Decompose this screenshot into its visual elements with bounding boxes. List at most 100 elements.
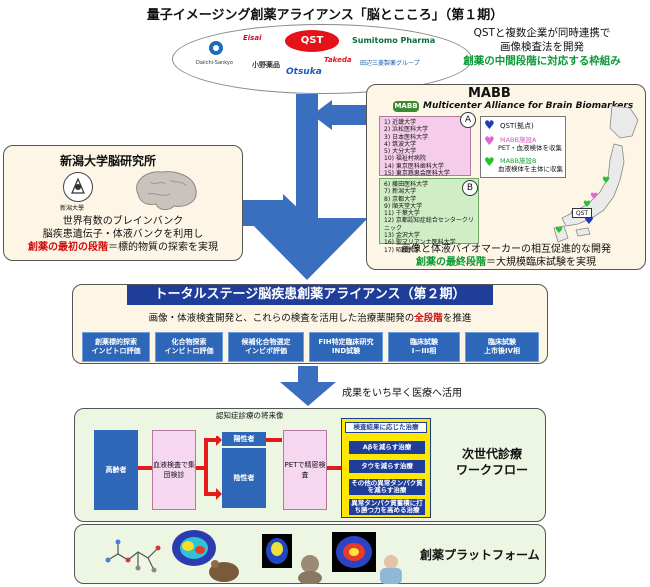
niigata-panel: [3, 145, 243, 261]
group-b-item: 12) 京都認知症総合センタークリニック: [384, 217, 474, 232]
phase1-title: 量子イメージング創薬アライアンス「脳とこころ」（第１期）: [146, 8, 504, 23]
daiichi-logo-mark: [209, 41, 223, 55]
pipeline-step: 臨床試験上市後IV相: [465, 332, 539, 362]
map-marker-green: ♥: [555, 226, 564, 236]
mabb-line1: 画像と体液バイオマーカーの相互促進的な開発: [401, 244, 611, 255]
flow-arrow: [138, 466, 152, 470]
group-a-item: 14) 東京医科歯科大学: [384, 162, 444, 170]
map-marker-green: ♥: [602, 176, 611, 186]
group-b-label: B: [462, 180, 478, 196]
group-b-item: 17) 昭和大学: [384, 246, 420, 254]
sumitomo-logo: Sumitomo Pharma: [352, 36, 436, 45]
mabb-badge: MABB: [393, 101, 419, 112]
human-brain-scan-image: [332, 532, 376, 572]
phase1-notes: QSTと複数企業が同時連携で 画像検査法を開発 創薬の中間段階に対応する枠組み: [442, 26, 642, 68]
to-workflow-arrow-shaft: [298, 366, 318, 384]
step-line2: インビトロ評価: [164, 347, 214, 355]
blood-test-box: 血液検査で集団検診: [152, 430, 196, 510]
step-line2: インビトロ評価: [91, 347, 141, 355]
step-line1: 化合物探索: [171, 338, 207, 346]
legend-a-title: MABB施設A: [500, 136, 537, 144]
phase2-subtitle-a: 画像・体液検査開発と、これらの検査を活用した治療薬開発の: [148, 313, 415, 324]
brain-icon: [136, 171, 197, 211]
positive-box: 陽性者: [222, 432, 266, 446]
legend-a-desc: PET・血液検体を収集: [498, 144, 562, 152]
group-b-item: 9) 順天堂大学: [384, 202, 423, 210]
group-a-item: 2) 浜松医科大学: [384, 126, 429, 134]
mabb-group-b-list: 6) 藤田医科大学 7) 新潟大学 8) 京都大学 9) 順天堂大学 11) 千…: [379, 178, 479, 254]
phase1-note-line1: QSTと複数企業が同時連携で: [473, 27, 611, 39]
left-to-center-arrow: [243, 194, 303, 232]
pipeline-step: 創薬標的探索インビトロ評価: [82, 332, 150, 362]
pet-box: PETで精密検査: [283, 430, 327, 510]
group-a-item: 15) 東京慈恵会医科大学: [384, 170, 450, 178]
negative-box: 陰性者: [222, 448, 266, 508]
treatment-item: その他の異常タンパク質を減らす治療: [349, 479, 425, 495]
group-b-item: 7) 新潟大学: [384, 188, 417, 196]
otsuka-logo: Otsuka: [286, 67, 322, 77]
pipeline-step: 候補化合物選定インビボ評価: [228, 332, 304, 362]
group-b-item: 16) 聖マリアンナ医科大学: [384, 239, 456, 247]
phase2-subtitle-b: を推進: [442, 313, 472, 324]
niigata-description: 世界有数のブレインバンク 脳疾患遺伝子・体液バンクを利用し 創薬の最初の段階＝標…: [3, 215, 243, 254]
treatment-header: 検査結果に応じた治療: [345, 422, 427, 433]
legend-b-desc: 血液検体を主体に収集: [498, 165, 563, 173]
group-b-item: 8) 京都大学: [384, 195, 417, 203]
group-b-item: 13) 金沢大学: [384, 232, 420, 240]
niigata-crest-icon: [63, 172, 93, 202]
phase1-note-line3: 創薬の中間段階に対応する枠組み: [463, 55, 621, 67]
arrow-note: 成果をいち早く医療へ活用: [342, 388, 462, 399]
group-b-item: 11) 千葉大学: [384, 210, 420, 218]
qst-logo: QST: [285, 30, 339, 52]
step-line2: インビボ評価: [245, 347, 287, 355]
daiichi-logo-text: Daiichi-Sankyo: [196, 60, 233, 66]
legend-b-title: MABB施設B: [500, 157, 537, 165]
platform-label: 創薬プラットフォーム: [420, 548, 540, 562]
to-workflow-arrow-head: [280, 382, 336, 406]
main-down-arrow-head: [246, 218, 368, 280]
phase1-note-line2: 画像検査法を開発: [500, 41, 584, 53]
takeda-logo: Takeda: [324, 56, 352, 64]
niigata-line1: 世界有数のブレインバンク: [62, 216, 184, 227]
molecule-illustration: [105, 539, 161, 573]
step-line1: 創薬標的探索: [95, 338, 137, 346]
heart-blue-icon: ♥: [484, 118, 495, 132]
monkey-image: [298, 555, 322, 584]
japan-map: [553, 105, 639, 243]
mouse-image: [209, 560, 239, 582]
step-line1: FIH特定臨床研究: [318, 338, 374, 346]
ono-logo: 小野薬品: [252, 61, 280, 69]
treatment-item: Aβを減らす治療: [349, 441, 425, 454]
legend-qst: QST(拠点): [500, 122, 534, 130]
treatment-item: タウを減らす治療: [349, 460, 425, 473]
daiichi-logo: [205, 40, 235, 60]
mabb-subtitle: Multicenter Alliance for Brain Biomarker…: [423, 101, 634, 111]
pipeline-step: 化合物探索インビトロ評価: [155, 332, 223, 362]
mabb-legend: [480, 116, 566, 178]
map-marker-qst: ♥: [584, 214, 594, 227]
step-line1: 臨床試験: [410, 338, 438, 346]
step-line1: 臨床試験: [488, 338, 516, 346]
step-line2: I－III相: [411, 347, 437, 355]
mabb-line2-rest: ＝大規模臨床試験を実現: [486, 257, 596, 268]
niigata-crest-text: 新潟大學: [60, 205, 85, 212]
workflow-label: 次世代診療 ワークフロー: [444, 446, 540, 478]
main-down-arrow-shaft: [296, 94, 318, 224]
flow-arrow: [327, 466, 341, 470]
flow-arrow: [266, 438, 282, 442]
patient-image: [380, 555, 402, 584]
heart-pink-icon: ♥: [484, 134, 495, 148]
tanabe-logo: 田辺三菱製薬グループ: [360, 60, 420, 67]
group-b-item: 6) 藤田医科大学: [384, 181, 429, 188]
group-a-item: 10) 福祉村病院: [384, 155, 426, 163]
group-a-item: 5) 大分大学: [384, 148, 417, 156]
map-qst-label: QST: [572, 208, 592, 218]
map-marker-pink: ♥: [590, 192, 599, 202]
group-a-label: A: [460, 112, 476, 128]
workflow-label-line1: 次世代診療: [461, 447, 522, 461]
step-line2: 上市後IV相: [483, 347, 521, 355]
treatment-item: 異常タンパク質蓄積に打ち勝つ力を高める治療: [349, 499, 425, 515]
brain-scan-image: [172, 530, 216, 566]
